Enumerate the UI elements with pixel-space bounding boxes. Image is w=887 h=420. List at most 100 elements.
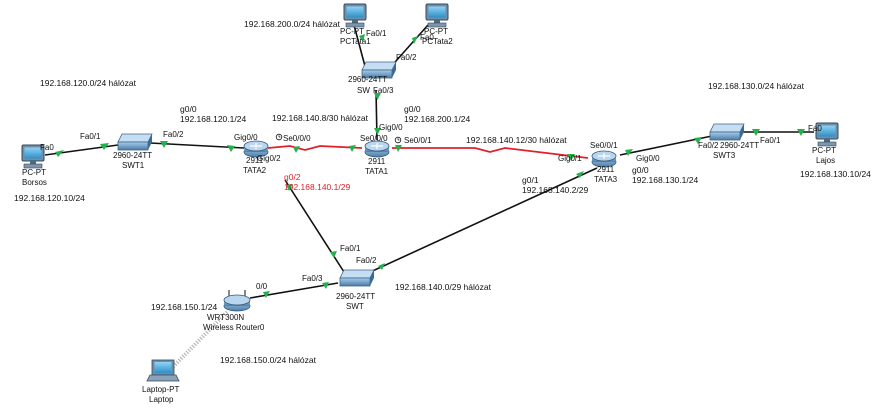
port-label: Fa0 — [40, 143, 54, 152]
device-ip-label: 192.168.150.1/24 — [151, 302, 217, 312]
port-label: Fa0/2 — [356, 256, 377, 265]
pc-base — [817, 141, 837, 147]
network-label-140-8: 192.168.140.8/30 hálózat — [272, 113, 369, 123]
pc-borsos[interactable] — [21, 144, 45, 169]
link-up-indicator — [227, 145, 235, 152]
port-label: Fa0/2 — [396, 53, 417, 62]
link-swt-tata3[interactable] — [365, 167, 598, 275]
port-name-label: g0/0 — [632, 165, 649, 175]
pc-lajos[interactable] — [815, 122, 839, 147]
port-name-label: g0/0 — [404, 104, 421, 114]
switch-side — [370, 270, 374, 286]
link-up-indicator — [576, 171, 584, 178]
device-type-label: Laptop-PT — [142, 385, 179, 394]
switch-icon — [339, 269, 375, 279]
device-name-label: TATA1 — [365, 167, 389, 176]
port-label: Fa0/1 — [366, 29, 387, 38]
network-label-120: 192.168.120.0/24 hálózat — [40, 78, 137, 88]
device-model-label: 2911 — [368, 157, 386, 166]
port-ip-label: 192.168.200.1/24 — [404, 114, 470, 124]
router-tata1[interactable] — [364, 140, 390, 158]
port-label: Se0/0/1 — [590, 141, 618, 150]
switch-swt1[interactable] — [117, 133, 153, 151]
link-wrt-swt[interactable] — [249, 282, 339, 299]
router-arrows-icon — [250, 143, 262, 149]
port-label: 0/0 — [256, 282, 268, 291]
switch-swt[interactable] — [339, 269, 375, 287]
port-label: Se0/0/1 — [404, 136, 432, 145]
pc-screen — [818, 125, 836, 137]
port-label: Gig0/2 — [257, 154, 281, 163]
clock-hands — [397, 138, 400, 141]
device-name-label: SW — [357, 86, 370, 95]
wireless-router-wrt300n[interactable] — [223, 290, 251, 312]
link-up-indicator — [55, 150, 64, 157]
link-tata2-swt[interactable] — [284, 179, 345, 273]
cables — [44, 24, 814, 376]
port-label: Gig0/0 — [636, 154, 660, 163]
link-up-indicator — [263, 291, 270, 298]
port-label: Fa0 — [420, 33, 434, 42]
switch-side — [740, 124, 744, 140]
serial-clock-icons — [275, 133, 402, 144]
laptop-keyboard — [146, 374, 180, 382]
port-label: Se0/0/0 — [360, 134, 388, 143]
switch-side — [148, 134, 152, 150]
router-arrows-icon — [371, 143, 383, 149]
switch-body — [709, 131, 741, 141]
link-up-indicator — [625, 149, 633, 156]
link-tata2-tata1-serial[interactable] — [267, 145, 363, 151]
device-type-label: PC-PT — [424, 27, 448, 36]
port-label: Fa0/2 — [698, 141, 719, 150]
port-label: Fa0/1 — [340, 244, 361, 253]
pc-screen — [24, 147, 42, 159]
pc-base — [345, 22, 365, 28]
device-name-label: Borsos — [22, 178, 47, 187]
link-up-indicator — [359, 34, 365, 42]
pc-base — [427, 22, 447, 28]
link-up-indicator — [374, 128, 381, 135]
pc-stand — [434, 20, 440, 23]
device-ip-label: 192.168.130.10/24 — [800, 169, 871, 179]
switch-sw[interactable] — [361, 61, 397, 79]
link-up-indicator — [349, 145, 356, 152]
switch-icon — [117, 133, 153, 143]
router-tata2[interactable] — [243, 140, 269, 158]
port-label: Gig0/0 — [234, 133, 258, 142]
clock-icon — [275, 133, 283, 141]
link-pctata1-sw[interactable] — [353, 24, 367, 71]
port-name-label: g0/0 — [180, 104, 197, 114]
switch-body — [339, 277, 371, 287]
port-label: Se0/0/0 — [283, 134, 311, 143]
device-name-label: Wireless Router0 — [203, 323, 265, 332]
laptop[interactable] — [146, 359, 180, 382]
link-up-indicator — [286, 184, 293, 191]
pc-pctata2[interactable] — [425, 3, 449, 28]
pc-pctata1[interactable] — [343, 3, 367, 28]
router-top — [223, 294, 251, 306]
link-tata1-tata3-serial[interactable] — [392, 147, 589, 159]
link-up-indicator — [330, 251, 337, 258]
network-label-130: 192.168.130.0/24 hálózat — [708, 81, 805, 91]
link-up-indicator — [567, 154, 575, 161]
port-label: Gig0/0 — [379, 123, 403, 132]
link-up-indicator — [694, 137, 702, 144]
device-name-label: SWT3 — [713, 151, 736, 160]
port-label: Fa0/1 — [80, 132, 101, 141]
link-status-indicators — [55, 34, 805, 298]
pc-screen — [346, 6, 364, 18]
device-name-label: Laptop — [149, 395, 174, 404]
pc-stand — [352, 20, 358, 23]
network-label-150: 192.168.150.0/24 hálózat — [220, 355, 317, 365]
router-tata3[interactable] — [591, 150, 617, 168]
device-type-label: PC-PT — [812, 146, 836, 155]
link-up-indicator — [752, 129, 760, 136]
link-wireless-laptop[interactable] — [164, 310, 229, 376]
link-up-indicator — [378, 263, 385, 270]
switch-swt3[interactable] — [709, 123, 745, 141]
network-label-140-0: 192.168.140.0/29 hálózat — [395, 282, 492, 292]
pc-screen — [428, 6, 446, 18]
link-up-indicator — [322, 282, 329, 289]
device-model-label: 2960-24TT — [720, 141, 759, 150]
